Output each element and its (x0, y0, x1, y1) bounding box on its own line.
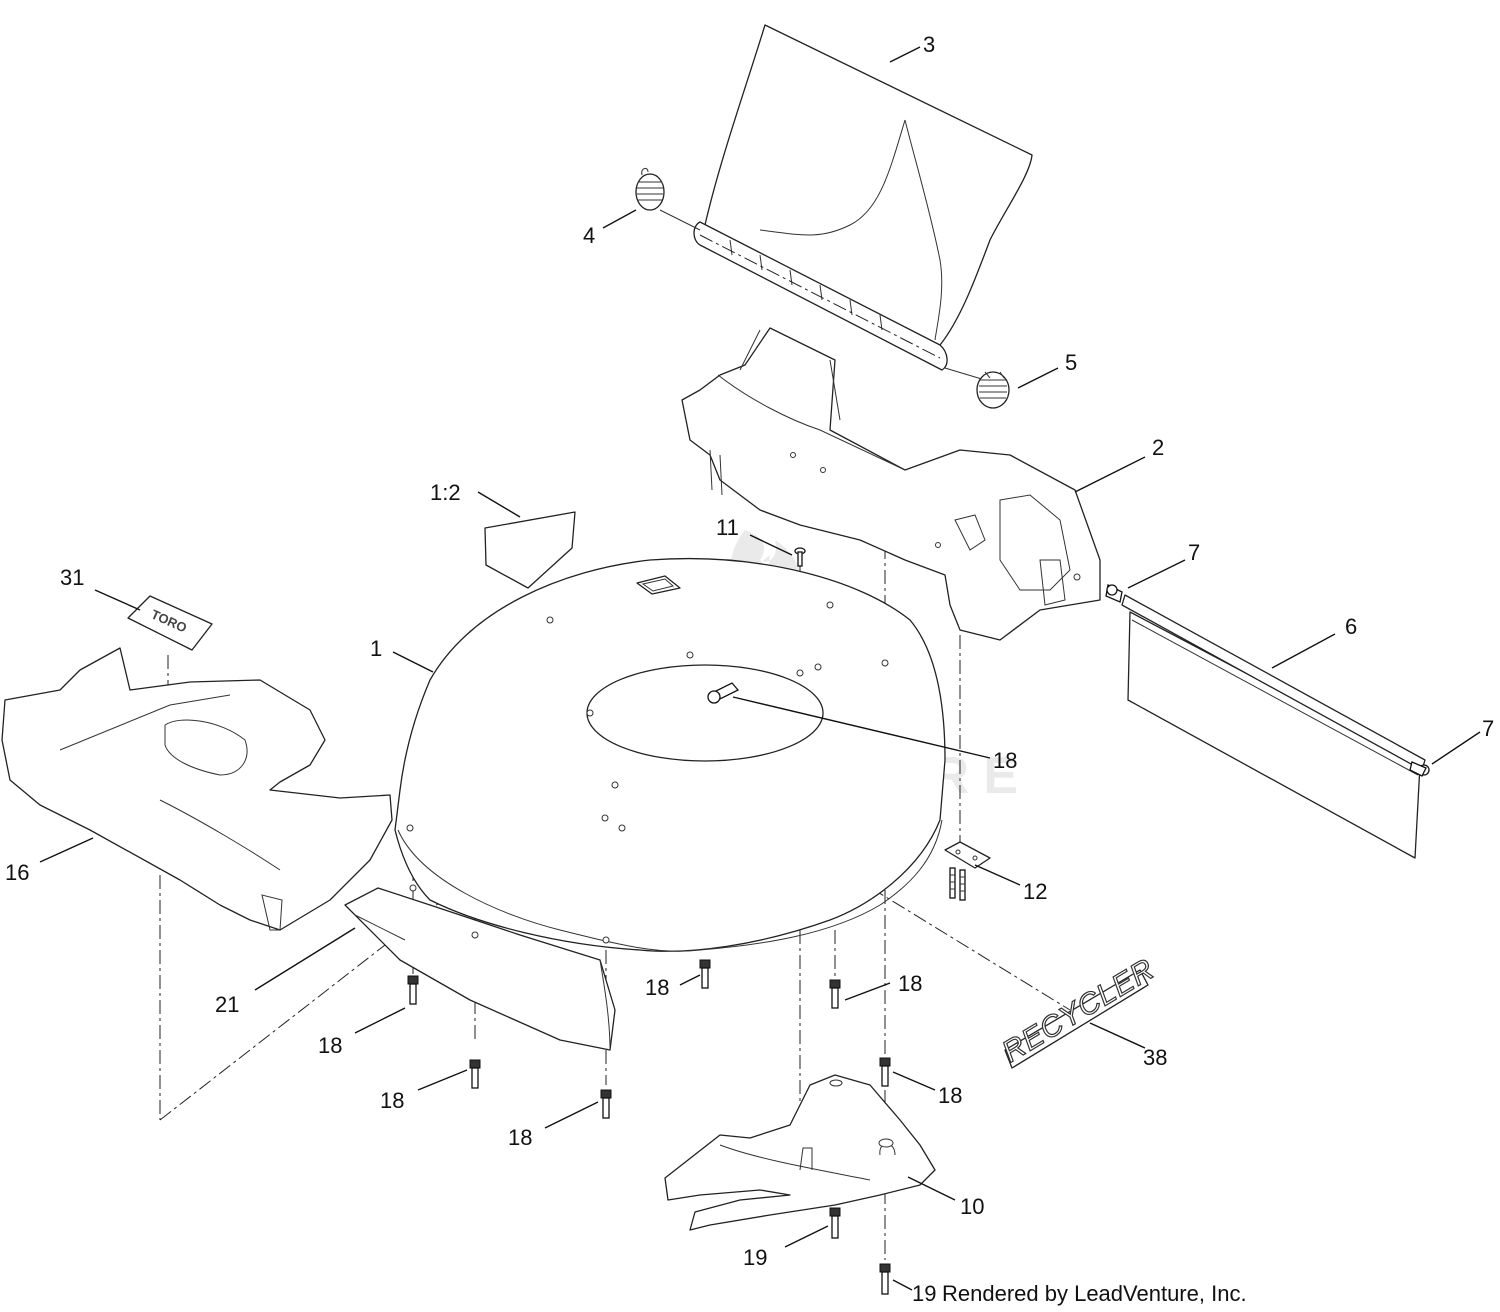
callout-18g: 18 (508, 1125, 532, 1150)
callout-7b: 7 (1482, 716, 1494, 741)
bolt-11 (794, 547, 806, 567)
callout-1-2: 1:2 (430, 480, 461, 505)
bolt-18-center (707, 682, 740, 704)
callout-18e: 18 (380, 1088, 404, 1113)
mower-deck (394, 557, 946, 952)
deck-opening (586, 664, 824, 762)
left-spring (635, 167, 665, 211)
decal-31: TORO (127, 595, 213, 651)
callout-7a: 7 (1188, 540, 1200, 565)
rendered-by-footer: Rendered by LeadVenture, Inc. (942, 1281, 1247, 1306)
callout-4: 4 (583, 223, 595, 248)
callout-18d: 18 (898, 971, 922, 996)
recycler-decal: RECYCLER (996, 952, 1161, 1070)
callout-3: 3 (923, 32, 935, 57)
callout-labels: 3 4 5 2 1:2 11 7 6 7 31 1 18 16 12 21 18… (5, 32, 1494, 1306)
callout-16: 16 (5, 860, 29, 885)
recycler-decal-text: RECYCLER (997, 952, 1161, 1069)
bolt-18-b (699, 959, 711, 989)
flap-bar (1121, 594, 1426, 859)
bolt-18-f (600, 1089, 612, 1119)
callout-18f: 18 (938, 1083, 962, 1108)
left-baffle (1, 647, 393, 931)
bar-fastener-right (1409, 761, 1430, 777)
bolt-18-a (407, 975, 419, 1005)
callout-31: 31 (60, 565, 84, 590)
callout-11: 11 (716, 515, 739, 540)
callout-6: 6 (1345, 614, 1357, 639)
bracket-12 (944, 841, 991, 901)
callout-5: 5 (1065, 350, 1077, 375)
callout-38: 38 (1143, 1045, 1167, 1070)
bar-fastener-left (1105, 584, 1123, 603)
decal-1-2 (484, 511, 576, 589)
callout-19a: 19 (743, 1245, 767, 1270)
callout-2: 2 (1152, 435, 1164, 460)
callout-12: 12 (1023, 879, 1047, 904)
callout-10: 10 (960, 1194, 984, 1219)
rear-flap (659, 24, 1033, 381)
lower-bolts (407, 959, 891, 1295)
rear-housing (681, 327, 1101, 641)
lower-shield (664, 1074, 936, 1231)
bolt-18-e (879, 1057, 891, 1087)
bolt-19-b (879, 1263, 891, 1295)
deflector-strip (344, 887, 616, 1051)
bolt-18-d (469, 1059, 481, 1089)
bolt-18-c (829, 979, 841, 1009)
callout-18b: 18 (318, 1033, 342, 1058)
right-spring (976, 371, 1010, 409)
bolt-19-a (829, 1207, 841, 1239)
callout-18a: 18 (993, 748, 1017, 773)
callout-19b: 19 (912, 1281, 936, 1306)
callout-18c: 18 (645, 975, 669, 1000)
leader-lines (39, 46, 1481, 1291)
callout-21: 21 (215, 992, 239, 1017)
callout-1: 1 (370, 636, 382, 661)
